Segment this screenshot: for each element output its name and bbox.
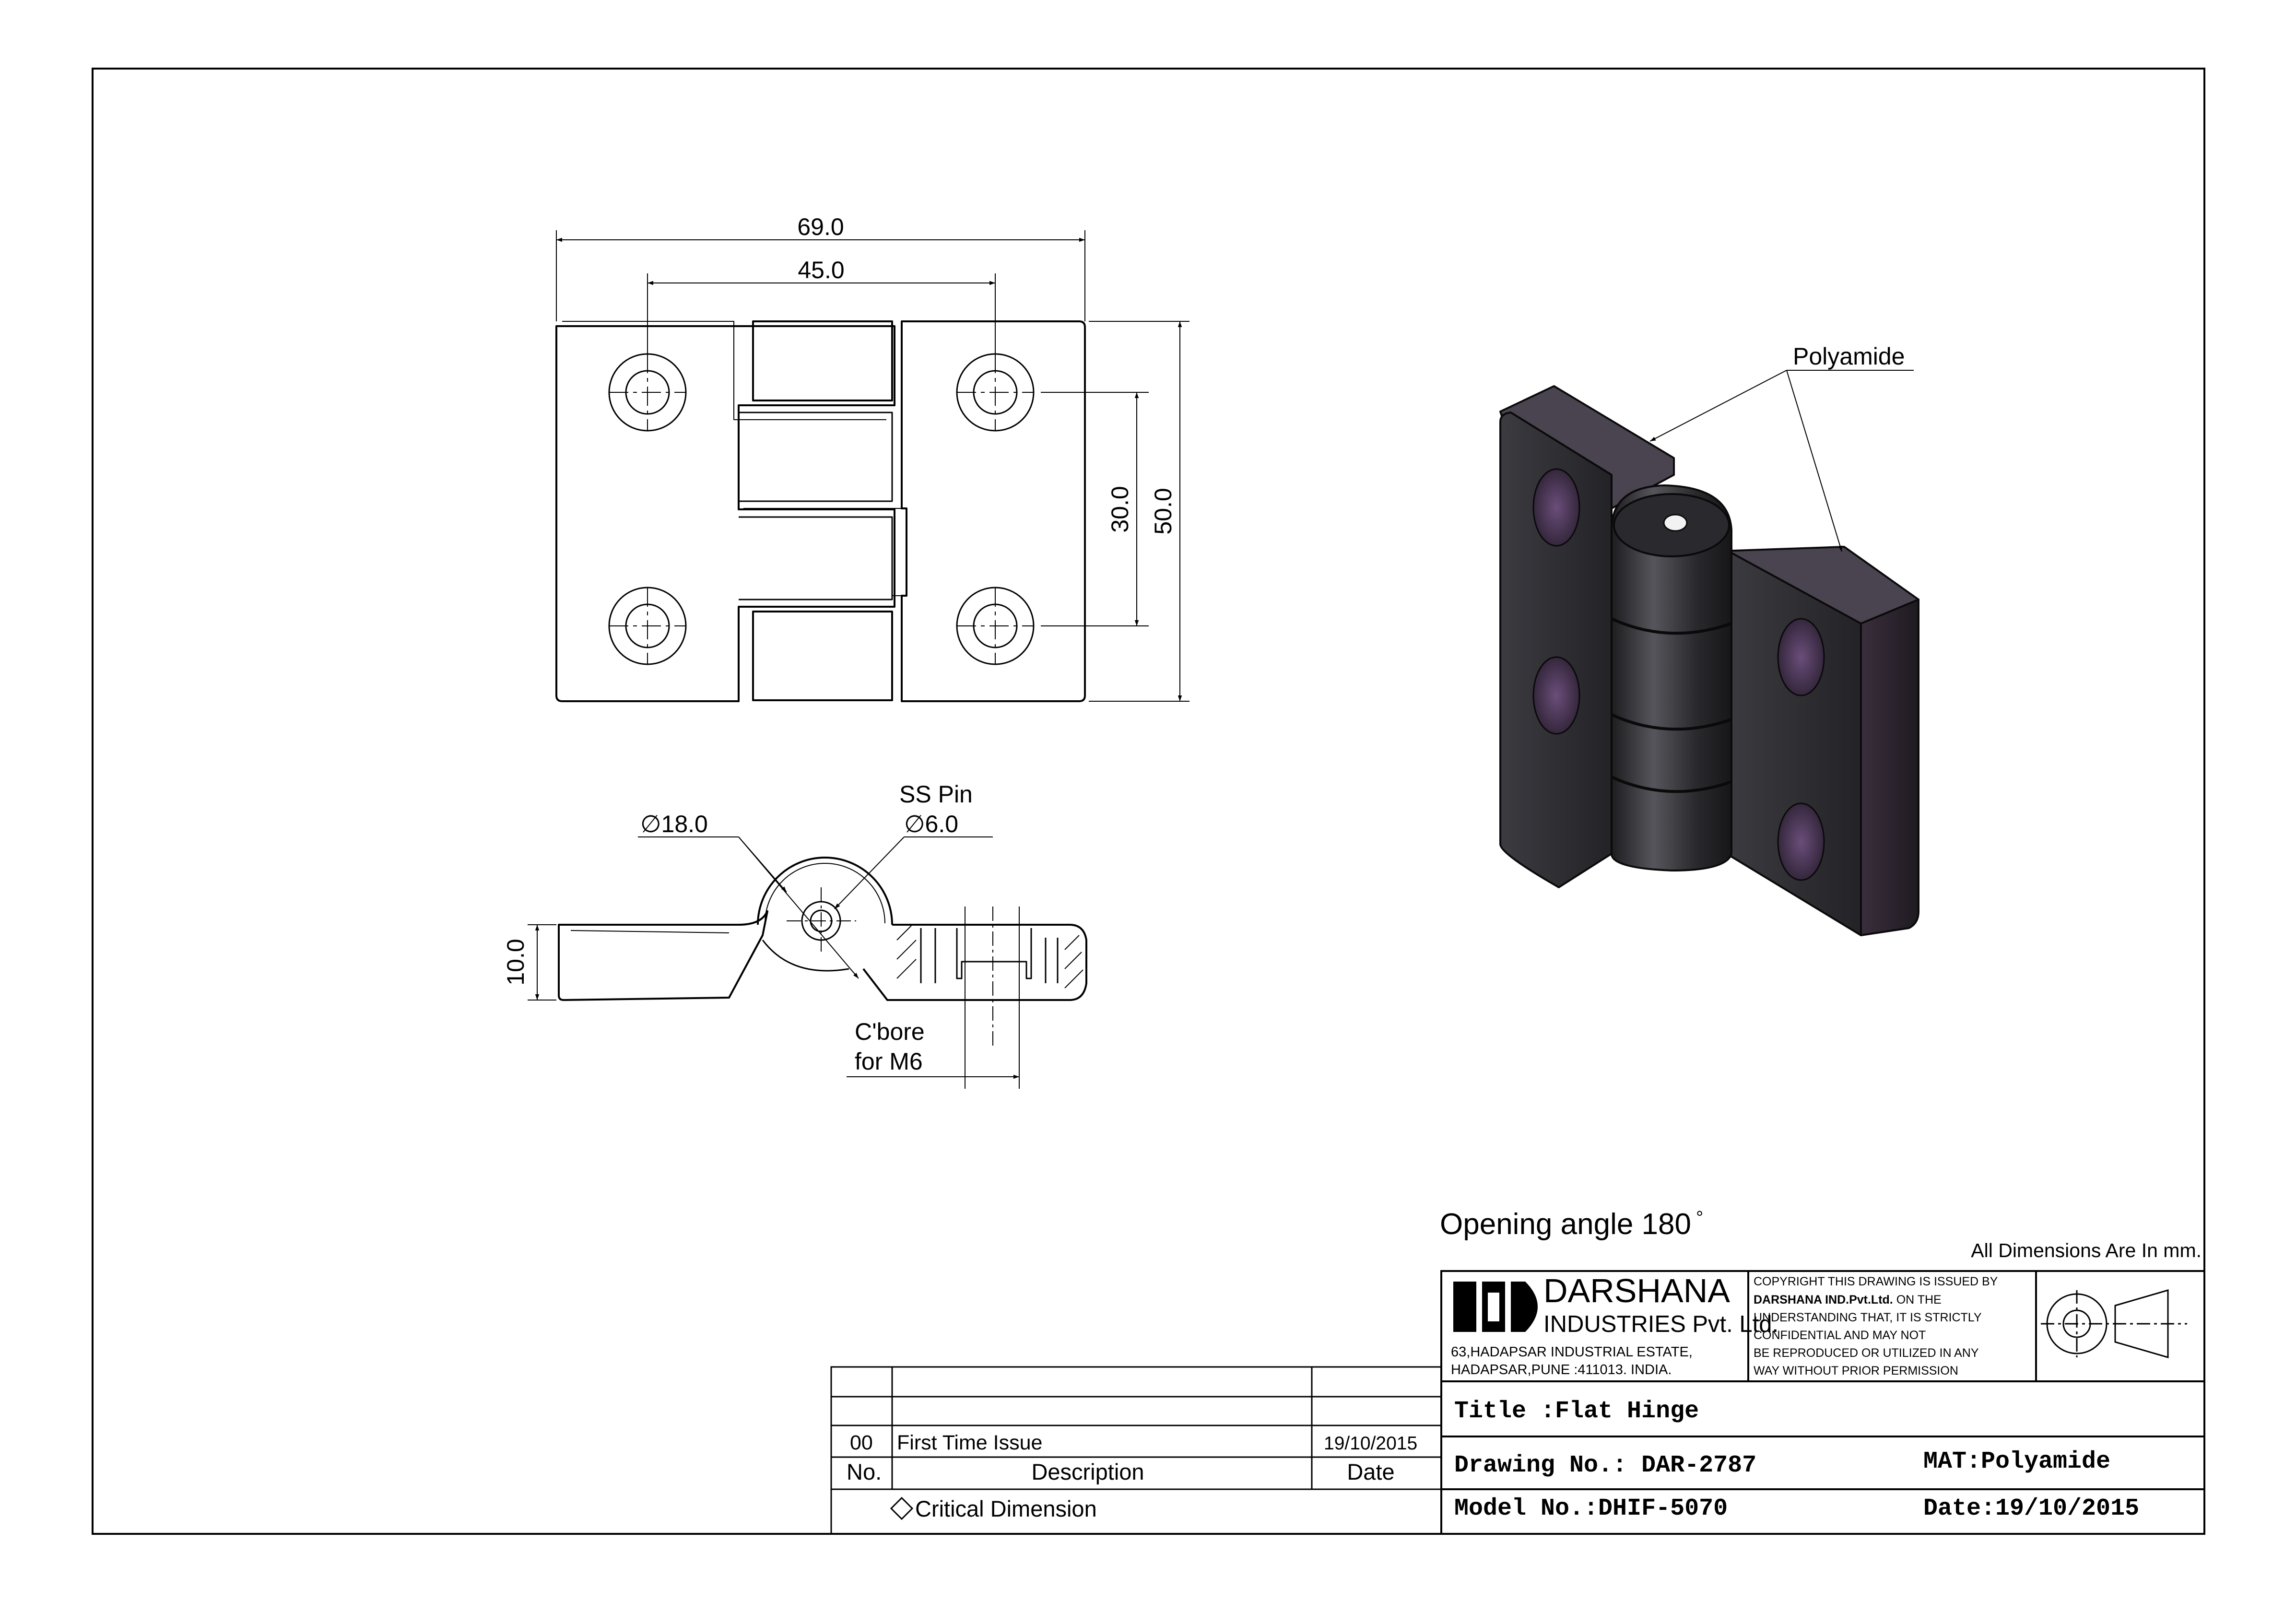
middle-knuckle-1 xyxy=(739,412,893,502)
opening-angle-note: Opening angle 180° xyxy=(1440,1208,1703,1241)
pin-dia-label: ∅6.0 xyxy=(904,811,958,837)
opening-angle-text: Opening angle 180 xyxy=(1440,1208,1691,1241)
iso-left-leaf xyxy=(1499,412,1613,888)
title-field: Title :Flat Hinge xyxy=(1454,1398,1699,1425)
drawing-number: Drawing No.: DAR-2787 xyxy=(1454,1452,1756,1479)
iso-knuckle-groove-3 xyxy=(1611,776,1732,793)
critical-dimension-icon xyxy=(890,1496,914,1520)
side-view xyxy=(558,857,1087,1089)
header-description: Description xyxy=(1031,1459,1144,1484)
cbore-section xyxy=(920,906,1059,1089)
dim-label-69: 69.0 xyxy=(797,213,844,240)
dim-label-50: 50.0 xyxy=(1150,488,1177,534)
company-logo xyxy=(1453,1282,1538,1332)
polyamide-label: Polyamide xyxy=(1793,343,1905,370)
svg-text:CONFIDENTIAL AND MAY NOT: CONFIDENTIAL AND MAY NOT xyxy=(1754,1329,1926,1342)
svg-text:COPYRIGHT THIS DRAWING IS ISSU: COPYRIGHT THIS DRAWING IS ISSUED BY xyxy=(1754,1275,1998,1288)
hole-bottom-left xyxy=(608,587,687,665)
top-view-dimensions xyxy=(556,230,1189,702)
svg-text:UNDERSTANDING THAT, IT IS STRI: UNDERSTANDING THAT, IT IS STRICTLY xyxy=(1754,1311,1982,1324)
company-subname: INDUSTRIES Pvt. Ltd. xyxy=(1543,1311,1778,1337)
revision-table xyxy=(830,1366,1442,1535)
units-note: All Dimensions Are In mm. xyxy=(1971,1239,2202,1261)
polyamide-callout xyxy=(1649,370,1914,552)
side-right-leaf xyxy=(862,924,1087,1001)
iso-hole-left-top xyxy=(1532,468,1580,547)
critical-dimension-note: Critical Dimension xyxy=(915,1496,1097,1521)
pin-label: SS Pin xyxy=(899,781,973,808)
revision-description: First Time Issue xyxy=(897,1431,1042,1454)
dim-label-30: 30.0 xyxy=(1107,486,1133,532)
iso-hole-right-bottom xyxy=(1777,802,1825,881)
cbore-label-2: for M6 xyxy=(855,1048,923,1075)
degree-mark: ° xyxy=(1696,1208,1703,1228)
top-view xyxy=(555,320,1086,702)
knuckle-dia-label: ∅18.0 xyxy=(640,811,708,837)
svg-text:DARSHANA IND.Pvt.Ltd. ON THE: DARSHANA IND.Pvt.Ltd. ON THE xyxy=(1754,1293,1942,1307)
iso-right-leaf-side xyxy=(1860,599,1919,936)
company-name: DARSHANA xyxy=(1543,1272,1730,1309)
company-address-1: 63,HADAPSAR INDUSTRIAL ESTATE, xyxy=(1451,1344,1693,1360)
header-no: No. xyxy=(847,1459,882,1484)
model-number: Model No.:DHIF-5070 xyxy=(1454,1495,1728,1522)
cbore-label-1: C'bore xyxy=(855,1018,925,1045)
projection-symbol-icon xyxy=(2041,1289,2187,1358)
dim-label-10: 10.0 xyxy=(502,939,529,985)
iso-hole-left-bottom xyxy=(1532,656,1580,735)
iso-hole-right-top xyxy=(1777,618,1825,696)
iso-knuckle xyxy=(1611,484,1732,871)
svg-text:BE REPRODUCED OR UTILIZED IN A: BE REPRODUCED OR UTILIZED IN ANY xyxy=(1754,1346,1979,1360)
right-leaf-outline xyxy=(752,320,1086,702)
middle-knuckle-2 xyxy=(739,516,893,600)
iso-knuckle-groove-2 xyxy=(1611,713,1732,731)
iso-pin-head xyxy=(1663,514,1688,532)
side-left-leaf xyxy=(558,910,768,1001)
header-date: Date xyxy=(1347,1459,1394,1484)
revision-no: 00 xyxy=(850,1431,873,1454)
leader-pin-dia xyxy=(834,836,905,909)
iso-knuckle-groove-1 xyxy=(1611,617,1732,635)
side-knuckle xyxy=(757,857,893,925)
copyright-notice: COPYRIGHT THIS DRAWING IS ISSUED BY DARS… xyxy=(1754,1275,1998,1377)
hole-bottom-right xyxy=(956,587,1035,665)
side-view-dimensions xyxy=(528,836,1019,1079)
company-address-2: HADAPSAR,PUNE :411013. INDIA. xyxy=(1451,1362,1672,1377)
title-block xyxy=(1440,1270,2205,1535)
left-leaf-outline xyxy=(555,325,895,702)
material-field: MAT:Polyamide xyxy=(1923,1448,2110,1475)
svg-text:WAY WITHOUT PRIOR PERMISSION: WAY WITHOUT PRIOR PERMISSION xyxy=(1754,1364,1958,1377)
lower-knuckle xyxy=(752,611,893,701)
section-hatching xyxy=(896,925,1083,989)
dim-label-45: 45.0 xyxy=(798,257,844,283)
hole-top-left xyxy=(608,353,687,432)
hole-top-right xyxy=(956,353,1035,432)
revision-date: 19/10/2015 xyxy=(1324,1433,1417,1454)
isometric-view xyxy=(1499,385,1919,936)
date-field: Date:19/10/2015 xyxy=(1923,1495,2139,1522)
